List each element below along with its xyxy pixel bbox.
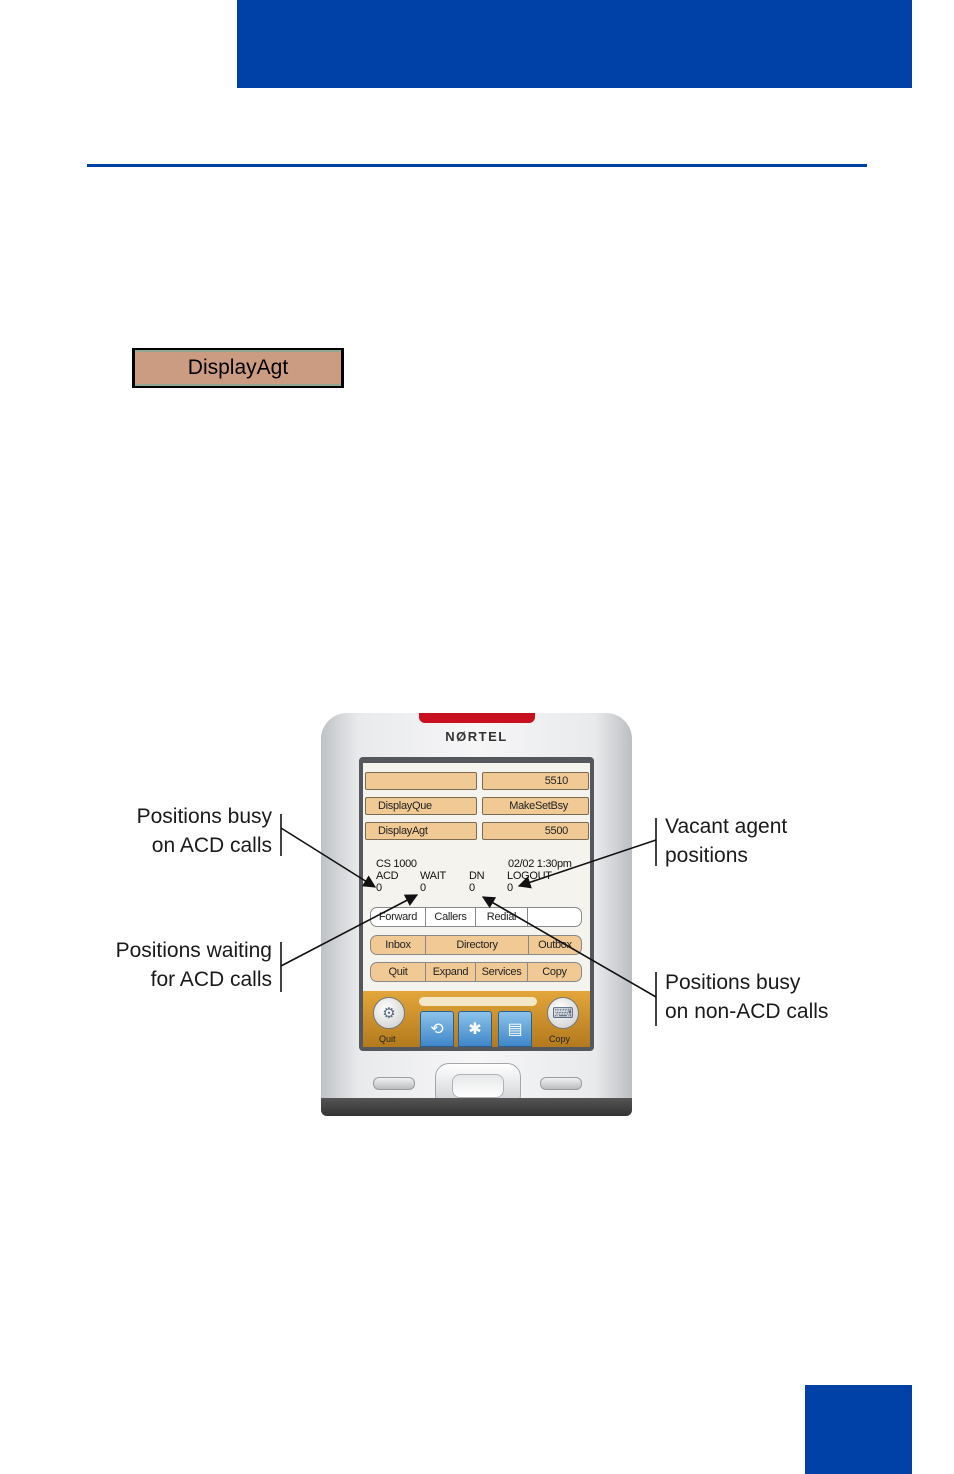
annotation-vacant: Vacant agent positions <box>665 812 865 870</box>
feature-row-2: Inbox Directory Outbox <box>370 935 582 955</box>
softkey-displayagt[interactable]: DisplayAgt <box>365 822 477 840</box>
brand-logo: NØRTEL <box>445 729 508 744</box>
annotation-waiting-acd: Positions waiting for ACD calls <box>70 936 272 994</box>
acd-label: ACD <box>376 870 399 882</box>
annotation-line: on ACD calls <box>151 834 272 857</box>
arrow-busy-acd <box>280 827 377 888</box>
annotation-line: Positions busy <box>665 971 801 994</box>
softkey-blank[interactable] <box>365 772 477 790</box>
outbox-key[interactable]: Outbox <box>538 939 572 951</box>
annotation-line: for ACD calls <box>150 968 272 991</box>
annotation-line: on non-ACD calls <box>665 1000 829 1023</box>
quit-key[interactable]: Quit <box>371 963 426 981</box>
dock-quit-label: Quit <box>379 1034 396 1044</box>
directory-key[interactable]: Directory <box>426 936 529 954</box>
navigation-button-center[interactable] <box>452 1074 504 1098</box>
navigation-button[interactable] <box>435 1063 521 1109</box>
acd-value: 0 <box>376 882 382 894</box>
softkey-5500[interactable]: 5500 <box>482 822 589 840</box>
redial-key[interactable]: Redial <box>476 908 528 926</box>
refresh-icon[interactable]: ⟲ <box>420 1011 454 1047</box>
left-hardware-button[interactable] <box>373 1077 415 1090</box>
phone-screen: 5510 DisplayQue MakeSetBsy DisplayAgt 55… <box>363 763 590 1047</box>
wait-label: WAIT <box>420 870 446 882</box>
tools-icon[interactable]: ✱ <box>458 1011 492 1047</box>
wait-value: 0 <box>420 882 426 894</box>
keyboard-icon[interactable]: ⌨ <box>547 997 579 1029</box>
settings-icon[interactable]: ⚙ <box>373 997 405 1029</box>
annotation-line: Positions waiting <box>115 939 272 962</box>
annotation-busy-non-acd: Positions busy on non-ACD calls <box>665 968 895 1026</box>
header-band <box>237 0 912 88</box>
page-number-box <box>805 1385 912 1474</box>
annotation-line: Positions busy <box>136 805 272 828</box>
arrow-busy-non-acd <box>481 896 657 998</box>
services-key[interactable]: Services <box>476 963 528 981</box>
feature-row-3: Quit Expand Services Copy <box>370 962 582 982</box>
softkey-5510[interactable]: 5510 <box>482 772 589 790</box>
annotation-line: Vacant agent <box>665 815 788 838</box>
message-indicator <box>419 713 535 723</box>
phone-base <box>321 1098 632 1116</box>
softkey-makesetbsy[interactable]: MakeSetBsy <box>482 797 589 815</box>
expand-key[interactable]: Expand <box>426 963 476 981</box>
date-time: 02/02 1:30pm <box>508 858 572 870</box>
arrow-vacant <box>517 839 657 889</box>
system-name: CS 1000 <box>376 858 417 870</box>
dock-copy-label: Copy <box>549 1034 571 1044</box>
section-rule <box>87 164 867 167</box>
annotation-line: positions <box>665 844 748 867</box>
feature-row-1: Forward Callers Redial <box>370 907 582 927</box>
address-book-icon[interactable]: ▤ <box>498 1011 532 1047</box>
inbox-key[interactable]: Inbox <box>371 936 426 954</box>
softkey-displayque[interactable]: DisplayQue <box>365 797 477 815</box>
forward-key[interactable]: Forward <box>371 908 426 926</box>
right-hardware-button[interactable] <box>540 1077 582 1090</box>
copy-key[interactable]: Copy <box>542 966 567 978</box>
ip-phone: NØRTEL 5510 DisplayQue MakeSetBsy Displa… <box>321 713 632 1116</box>
arrow-waiting-acd <box>280 894 419 967</box>
bottom-dock: ⚙ ⟲ ✱ ▤ ⌨ Quit Copy <box>363 991 590 1047</box>
annotation-busy-acd: Positions busy on ACD calls <box>90 802 272 860</box>
dock-slot <box>419 997 537 1006</box>
dn-value: 0 <box>469 882 475 894</box>
callers-key[interactable]: Callers <box>426 908 476 926</box>
displayagt-softkey-sample: DisplayAgt <box>132 348 344 388</box>
dn-label: DN <box>469 870 485 882</box>
logout-value: 0 <box>507 882 513 894</box>
